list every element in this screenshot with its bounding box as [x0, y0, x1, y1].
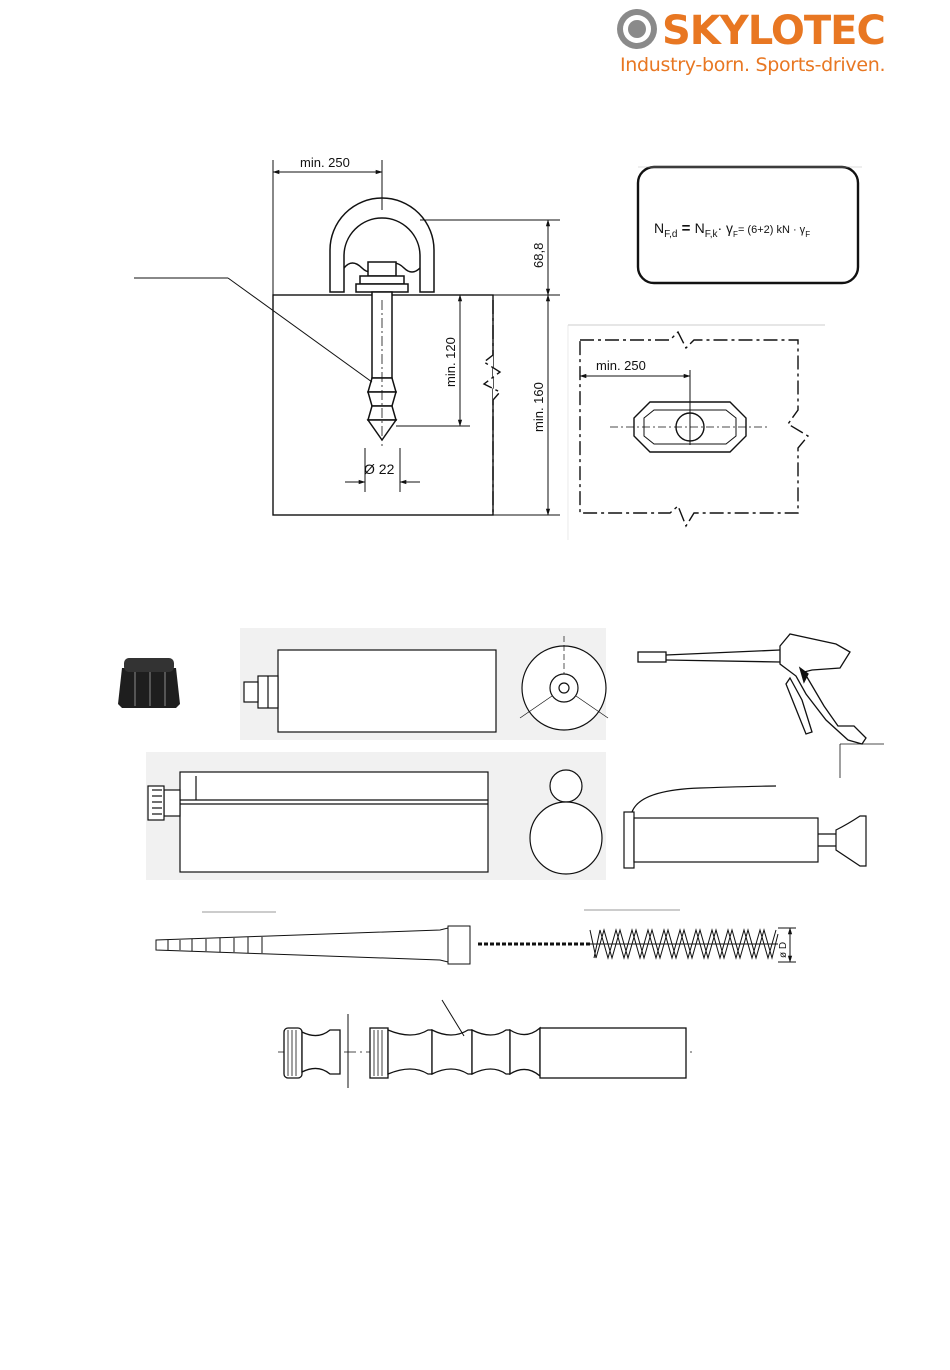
dim-height-label: 68,8	[531, 243, 546, 268]
cartridge-side	[244, 650, 496, 732]
blow-out-pump	[624, 786, 866, 868]
threaded-rod-detail	[278, 1000, 696, 1088]
dim-block-label: min. 160	[531, 382, 546, 432]
static-mixer	[156, 926, 470, 964]
cleaning-brush	[478, 928, 796, 962]
blow-gun	[638, 634, 866, 744]
cartridge-cap-image	[118, 658, 180, 708]
brush-dim-label: ø D	[778, 942, 789, 958]
dim-width-label: min. 250	[300, 155, 350, 170]
dim-depth-label: min. 120	[443, 337, 458, 387]
double-cartridge	[148, 772, 488, 872]
dim-diameter-label: Ø 22	[364, 461, 395, 477]
anchor-ring	[330, 198, 434, 446]
plan-dim-label: min. 250	[596, 358, 646, 373]
